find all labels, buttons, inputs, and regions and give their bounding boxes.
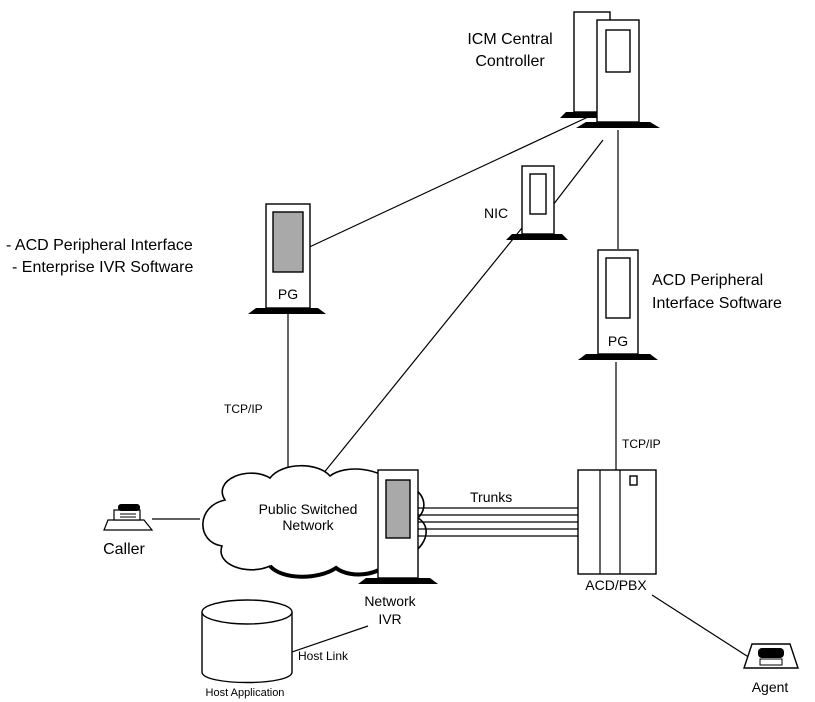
- icm-label-line1: ICM Central: [467, 31, 552, 48]
- host-application-label: Host Application: [206, 687, 285, 699]
- nic-server: NIC: [484, 165, 568, 240]
- database-cylinder-icon: [201, 599, 293, 684]
- server-tower-icon: [358, 469, 438, 584]
- agent-label: Agent: [752, 679, 789, 695]
- switch-cabinet-icon: [577, 469, 657, 575]
- public-switched-network-cloud: Public Switched Network: [202, 465, 427, 579]
- network-ivr-label-line2: IVR: [378, 611, 401, 627]
- cloud-icon: [202, 465, 427, 578]
- agent: Agent: [743, 643, 799, 695]
- pg-left-desc-line1: - ACD Peripheral Interface: [6, 237, 193, 254]
- caller: Caller: [103, 504, 154, 558]
- link-pg-left-to-icm: [302, 116, 589, 251]
- network-ivr: Network IVR: [358, 469, 438, 627]
- pg-right: PG ACD Peripheral Interface Software: [578, 249, 782, 360]
- acd-pbx-label: ACD/PBX: [585, 577, 647, 593]
- caller-label: Caller: [103, 541, 145, 558]
- trunk-lines: [410, 507, 578, 537]
- telephone-icon: [103, 504, 154, 531]
- server-tower-icon: [248, 203, 326, 314]
- pg-left-desc-line2: - Enterprise IVR Software: [12, 259, 194, 276]
- network-label-line1: Public Switched: [259, 501, 358, 517]
- pg-right-label: PG: [608, 333, 628, 349]
- pg-right-desc-line2: Interface Software: [652, 295, 782, 312]
- link-nic-to-icm: [552, 139, 604, 206]
- icm-label-line2: Controller: [475, 53, 545, 70]
- server-tower-icon: [578, 249, 658, 360]
- tcpip-right-label: TCP/IP: [622, 437, 661, 451]
- trunks-label: Trunks: [470, 489, 512, 505]
- link-acd-to-agent: [651, 594, 751, 659]
- tcpip-left-label: TCP/IP: [224, 402, 263, 416]
- server-tower-icon: [506, 165, 568, 240]
- network-ivr-label-line1: Network: [364, 593, 416, 609]
- acd-pbx: ACD/PBX: [577, 469, 657, 593]
- pg-right-desc-line1: ACD Peripheral: [652, 272, 763, 289]
- host-link-label: Host Link: [298, 649, 349, 663]
- icm-central-controller: ICM Central Controller: [467, 11, 660, 128]
- network-label-line2: Network: [282, 517, 334, 533]
- pg-left: PG - ACD Peripheral Interface - Enterpri…: [6, 203, 326, 314]
- connections: [152, 116, 751, 668]
- telephone-icon: [743, 643, 799, 669]
- link-nic-to-network: [317, 217, 531, 481]
- nic-label: NIC: [484, 205, 508, 221]
- pg-left-label: PG: [278, 286, 298, 302]
- server-tower-icon: [576, 19, 660, 128]
- host-application: Host Application: [201, 599, 293, 699]
